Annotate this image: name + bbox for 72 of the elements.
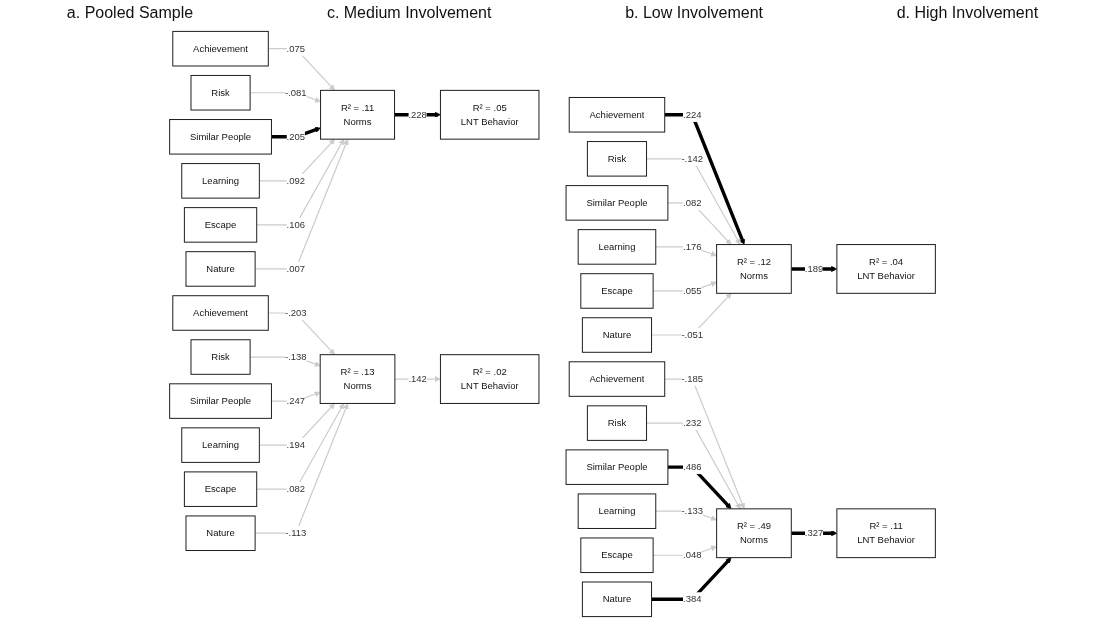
panel-title: b. Low Involvement <box>625 4 763 22</box>
arrow <box>664 113 745 245</box>
edge-label: -.133 <box>681 505 704 517</box>
edge-label: .048 <box>683 549 702 561</box>
node-box: Risk <box>586 405 648 441</box>
edge-label: -.138 <box>285 351 307 363</box>
node-box: Nature <box>581 581 653 618</box>
edge-label: .176 <box>683 241 702 252</box>
node-box: Learning <box>577 229 657 265</box>
edge-label: .082 <box>683 197 702 208</box>
arrow <box>664 378 745 510</box>
node-box: R² = .05 LNT Behavior <box>439 89 540 140</box>
node-box: Nature <box>581 317 653 353</box>
edge-label: .194 <box>286 439 306 451</box>
edge-label: -.081 <box>285 86 307 98</box>
node-box: Learning <box>181 427 260 463</box>
arrow <box>256 138 345 226</box>
edge-label: .106 <box>286 219 306 230</box>
node-box: R² = .11 LNT Behavior <box>836 508 936 559</box>
edge-label: .228 <box>408 109 427 120</box>
edge-label: .055 <box>683 285 702 297</box>
edge-label: .082 <box>286 483 306 495</box>
node-box: R² = .02 LNT Behavior <box>439 354 540 404</box>
edge-label: .007 <box>286 263 306 275</box>
node-box: Achievement <box>568 96 666 133</box>
node-box: R² = .04 LNT Behavior <box>836 244 936 294</box>
node-box: Achievement <box>568 361 666 397</box>
node-box: Nature <box>185 251 256 287</box>
panel-title: d. High Involvement <box>896 4 1039 22</box>
node-box: R² = .11 Norms <box>320 89 396 140</box>
edge-label: -.142 <box>681 153 704 164</box>
node-box: Risk <box>190 74 251 111</box>
arrow <box>651 557 732 601</box>
edge-label: .142 <box>408 373 427 385</box>
node-box: Similar People <box>565 185 669 221</box>
node-box: Escape <box>183 207 258 243</box>
edge-label: -.113 <box>285 527 307 539</box>
edge-label: .075 <box>286 42 306 54</box>
edge-label: .327 <box>804 527 824 539</box>
edge-label: -.203 <box>285 307 307 319</box>
node-box: Achievement <box>172 30 269 67</box>
edge-label: .224 <box>683 109 702 120</box>
edge-label: .232 <box>683 417 702 429</box>
edge-label: .384 <box>683 593 702 605</box>
node-box: Achievement <box>172 295 269 331</box>
node-box: Learning <box>577 493 657 529</box>
panel-title: a. Pooled Sample <box>66 4 194 22</box>
edge-label: .205 <box>286 131 306 142</box>
node-box: Nature <box>185 515 256 551</box>
edge-label: -.051 <box>681 329 704 341</box>
node-box: Escape <box>580 537 654 574</box>
edge-label: .189 <box>804 263 824 275</box>
arrow <box>667 202 732 245</box>
arrow <box>256 403 345 490</box>
edge-label: .092 <box>286 175 306 186</box>
node-box: Risk <box>190 339 251 375</box>
edge-label: -.185 <box>681 373 704 385</box>
edge-label: .486 <box>683 461 702 473</box>
node-box: R² = .13 Norms <box>319 354 396 404</box>
node-box: Similar People <box>169 119 272 155</box>
node-box: Risk <box>586 141 648 177</box>
edge-label: .247 <box>286 395 306 407</box>
node-box: Learning <box>181 163 260 199</box>
arrow <box>655 510 717 521</box>
arrow <box>667 465 732 510</box>
node-box: Escape <box>580 273 654 309</box>
panel-title: c. Medium Involvement <box>326 4 492 22</box>
node-box: R² = .12 Norms <box>716 244 792 294</box>
node-box: Similar People <box>169 383 272 419</box>
node-box: R² = .49 Norms <box>716 508 792 559</box>
node-box: Similar People <box>565 449 669 485</box>
node-box: Escape <box>183 471 258 507</box>
